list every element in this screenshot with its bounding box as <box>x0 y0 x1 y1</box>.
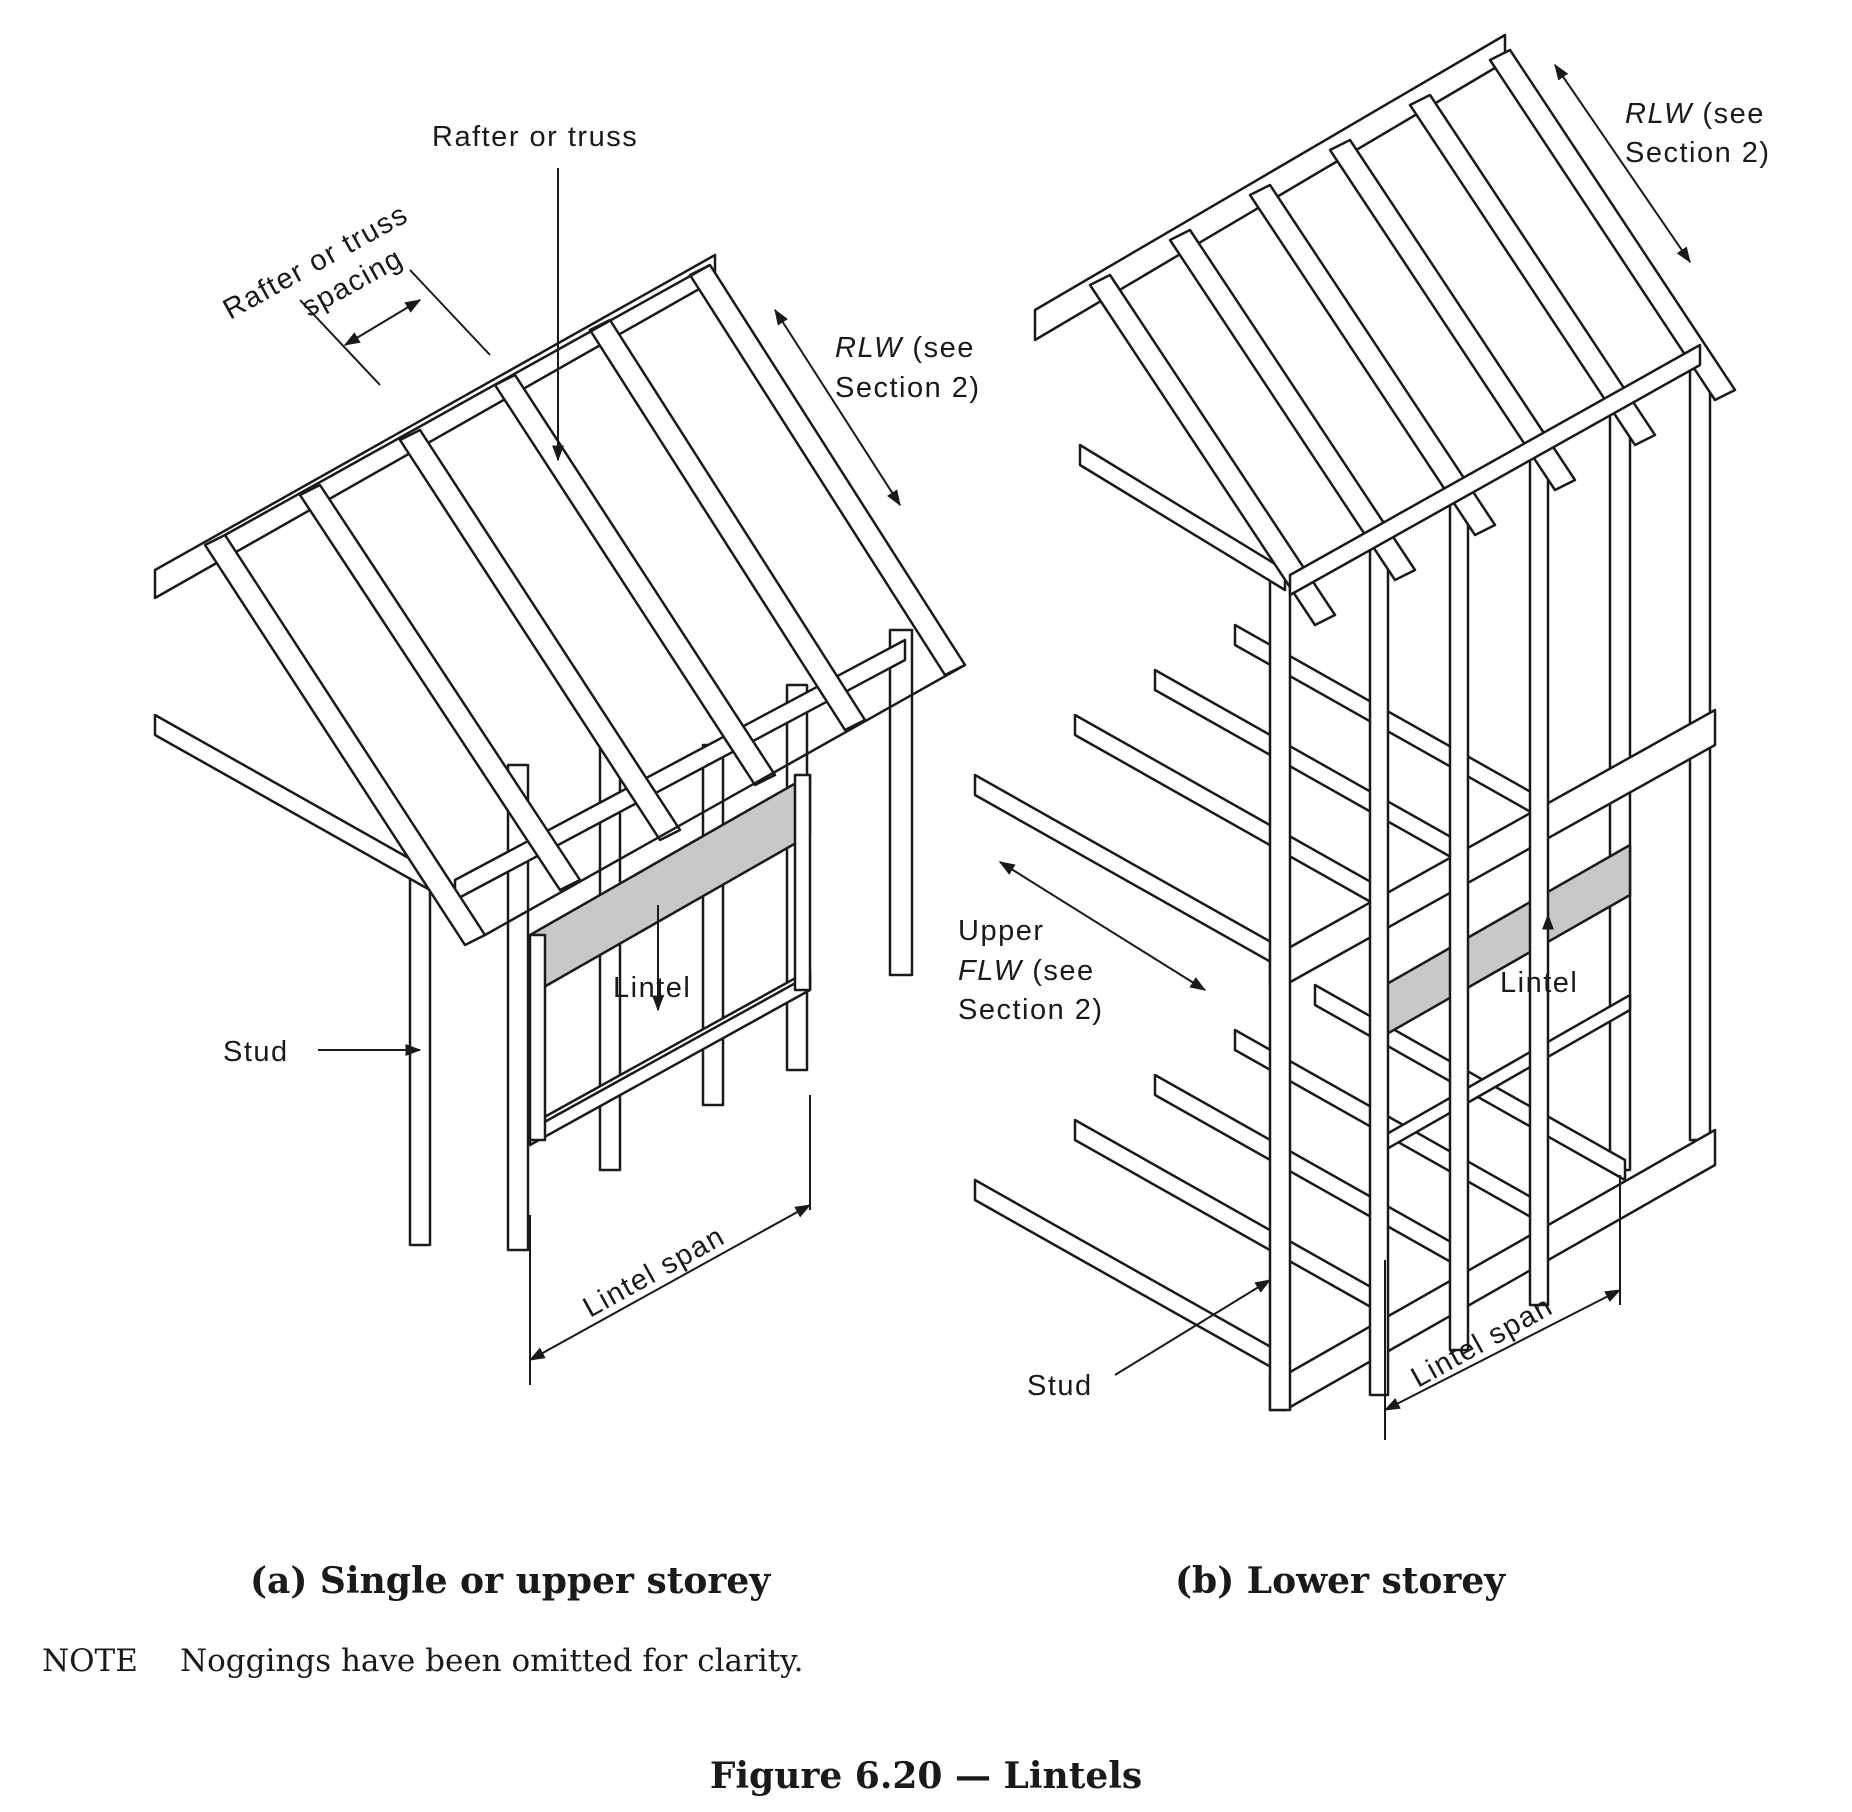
panel-a-rlw-label: RLW (see <box>835 332 975 364</box>
panel-b-flw-label-2: FLW (see <box>958 955 1095 987</box>
panel-a-rafter-label: Rafter or truss <box>432 121 638 153</box>
panel-a-dimensions <box>299 168 901 1385</box>
panel-a-studs <box>408 628 914 1252</box>
note-key: NOTE <box>42 1643 138 1679</box>
panel-a-lintel-label: Lintel <box>613 972 691 1004</box>
figure-title: Figure 6.20 — Lintels <box>709 1755 1143 1797</box>
panel-b-rlw-label: RLW (see <box>1625 98 1765 130</box>
panel-a-lintel-span-label: Lintel span <box>578 1220 731 1324</box>
panel-a-stud-label: Stud <box>223 1036 289 1068</box>
panel-b-flw-label-1: Upper <box>958 915 1045 947</box>
panel-b-top-plate <box>1288 343 1702 597</box>
panel-b-caption: (b) Lower storey <box>1175 1560 1506 1602</box>
panel-a-caption: (a) Single or upper storey <box>250 1560 771 1602</box>
panel-b-dimensions <box>998 63 1691 1440</box>
panel-a-frame <box>153 253 967 1252</box>
figure-note: NOTE Noggings have been omitted for clari… <box>42 1643 803 1679</box>
panel-b-fascia-left <box>1078 443 1287 592</box>
note-text: Noggings have been omitted for clarity. <box>180 1643 804 1679</box>
panel-a-rafters <box>203 263 967 947</box>
panel-b-bottom-platform <box>1283 1128 1717 1412</box>
panel-b-sill <box>1383 993 1632 1152</box>
panel-b-flw-label-3: Section 2) <box>958 994 1104 1026</box>
panel-b-rlw-label-2: Section 2) <box>1625 137 1771 169</box>
panel-b-lintel-label: Lintel <box>1500 967 1578 999</box>
panel-a-rlw-label-2: Section 2) <box>835 372 981 404</box>
panel-b-rafters <box>1088 48 1737 627</box>
panel-b-stud-label: Stud <box>1027 1370 1093 1402</box>
